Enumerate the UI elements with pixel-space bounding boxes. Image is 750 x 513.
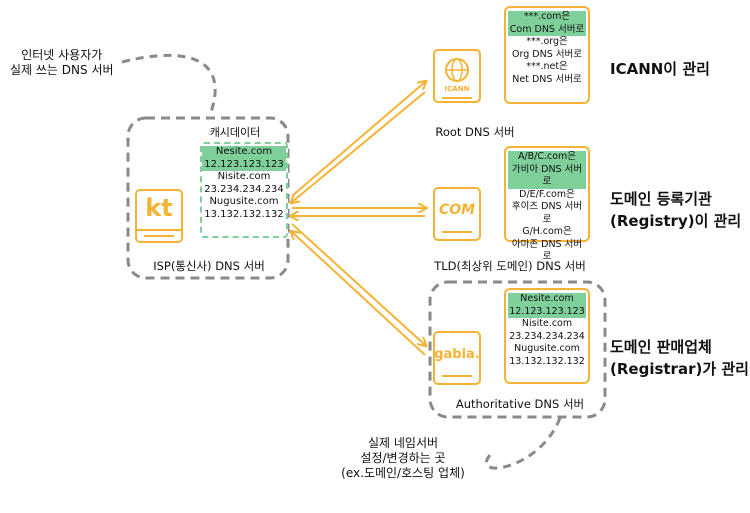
isp-server-frame	[126, 116, 290, 280]
root-server-label: Root DNS 서버	[435, 125, 515, 139]
user-note-connector	[121, 53, 217, 116]
registrar-note-line2: 설정/변경하는 곳	[360, 451, 446, 465]
tld-records-table: A/B/C.com은 가비아 DNS 서버로 D/E/F.com은 후이즈 DN…	[504, 146, 590, 262]
arrow-from-root	[292, 91, 426, 202]
kt-logo: kt	[145, 194, 173, 222]
isp-entry-2-domain: Nisite.com	[217, 171, 271, 182]
root-entry-3-l1: ***.net은	[526, 61, 568, 72]
com-logo: COM	[438, 202, 476, 218]
auth-entry-1-domain: Nesite.com	[508, 293, 586, 306]
auth-server-frame	[428, 280, 607, 419]
isp-entry-2-ip: 23.234.234.234	[204, 183, 284, 195]
tld-entry-3-l2: 아마존 DNS 서버로	[511, 238, 583, 263]
tld-entry-1-l1: A/B/C.com은	[508, 151, 586, 164]
icann-logo: ICANN	[444, 85, 470, 93]
auth-records-table: Nesite.com 12.123.123.123 Nisite.com 23.…	[504, 288, 590, 384]
isp-entry-1-ip: 12.123.123.123	[202, 158, 286, 171]
arrow-to-root	[291, 82, 425, 197]
user-note-line2: 실제 쓰는 DNS 서버	[10, 63, 114, 77]
cache-title: 캐시데이터	[209, 126, 261, 139]
root-side-label: ICANN이 관리	[610, 60, 710, 78]
tld-side-label: 도메인 등록기관 (Registry)이 관리	[610, 188, 741, 232]
auth-entry-2-domain: Nisite.com	[521, 318, 573, 329]
gabia-logo: gabia.	[434, 347, 480, 362]
isp-entry-1-domain: Nesite.com	[202, 146, 286, 159]
auth-side-label: 도메인 판매업체 (Registrar)가 관리	[610, 336, 749, 380]
root-entry-2-l2: Org DNS 서버로	[512, 48, 582, 60]
tld-entry-2-l2: 후이즈 DNS 서버로	[511, 201, 583, 225]
isp-server-label: ISP(통신사) DNS 서버	[153, 259, 265, 273]
tld-side-label-line1: 도메인 등록기관	[610, 190, 712, 208]
registrar-note-line3: (ex.도메인/호스팅 업체)	[341, 466, 465, 480]
isp-entry-3-domain: Nugusite.com	[209, 196, 279, 207]
icann-server-icon: ICANN	[432, 48, 482, 104]
user-note-line1: 인터넷 사용자가	[21, 48, 103, 62]
tld-entry-3-l1: G/H.com은	[522, 226, 572, 237]
auth-side-label-line1: 도메인 판매업체	[610, 338, 712, 356]
auth-entry-1-ip: 12.123.123.123	[508, 305, 586, 318]
auth-server-label: Authoritative DNS 서버	[455, 397, 585, 411]
root-records-table: ***.com은 Com DNS 서버로 ***.org은 Org DNS 서버…	[504, 6, 590, 104]
tld-side-label-line2: (Registry)이 관리	[610, 212, 742, 230]
registrar-note: 실제 네임서버 설정/변경하는 곳 (ex.도메인/호스팅 업체)	[318, 436, 488, 481]
auth-entry-2-ip: 23.234.234.234	[509, 330, 585, 342]
root-entry-1-l1: ***.com은	[508, 11, 586, 24]
isp-cache-table: Nesite.com 12.123.123.123 Nisite.com 23.…	[200, 142, 288, 238]
root-entry-1-l2: Com DNS 서버로	[508, 23, 586, 36]
auth-entry-3-ip: 13.132.132.132	[509, 355, 585, 367]
registrar-note-line1: 실제 네임서버	[367, 436, 439, 450]
com-server-icon: COM	[432, 186, 482, 242]
auth-side-label-line2: (Registrar)가 관리	[610, 360, 749, 378]
auth-entry-3-domain: Nugusite.com	[514, 343, 580, 354]
tld-entry-1-l2: 가비아 DNS 서버로	[508, 163, 586, 189]
gabia-server-icon: gabia.	[432, 330, 482, 386]
root-entry-3-l2: Net DNS 서버로	[512, 73, 582, 85]
tld-entry-2-l1: D/E/F.com은	[519, 188, 575, 200]
root-entry-2-l1: ***.org은	[526, 36, 568, 47]
isp-entry-3-ip: 13.132.132.132	[204, 208, 284, 220]
user-note: 인터넷 사용자가 실제 쓰는 DNS 서버	[10, 48, 114, 78]
tld-server-label: TLD(최상위 도메인) DNS 서버	[434, 259, 586, 273]
arrow-to-auth	[291, 223, 425, 345]
registrar-note-connector	[485, 417, 562, 470]
kt-server-icon: kt	[134, 188, 184, 244]
arrow-from-auth	[292, 232, 426, 356]
